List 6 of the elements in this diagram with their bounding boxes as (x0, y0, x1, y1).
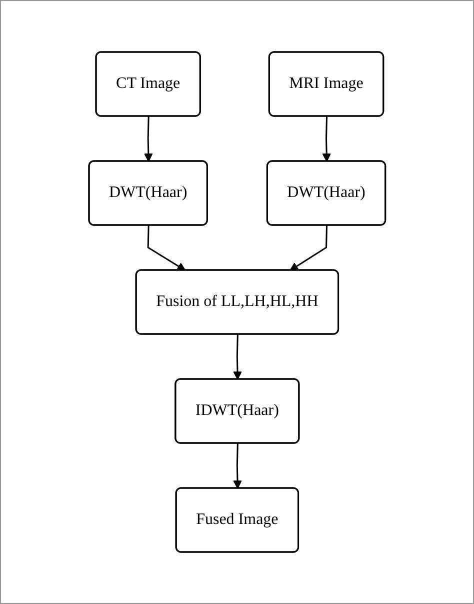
arrow (147, 225, 186, 271)
arrow (144, 116, 153, 162)
arrow (289, 225, 328, 271)
arrow (232, 443, 242, 489)
arrow (232, 334, 242, 380)
arrow (322, 116, 331, 162)
